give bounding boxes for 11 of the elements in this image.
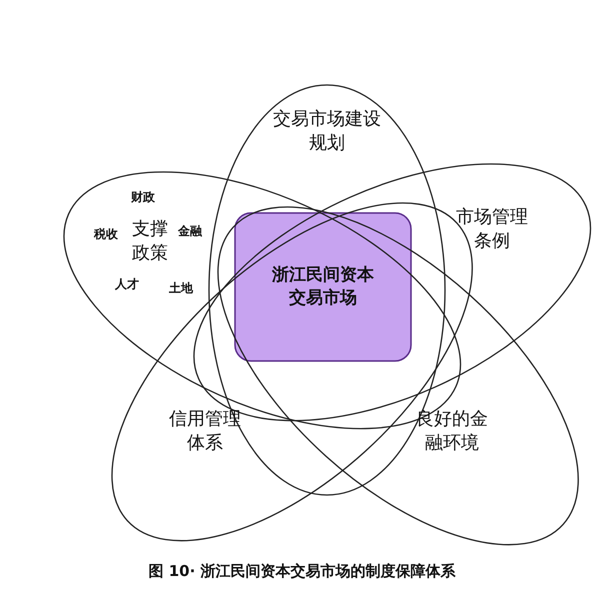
center-box: [234, 212, 412, 362]
petal-title: 市场管理条例: [454, 206, 529, 254]
caption: 图 10· 浙江民间资本交易市场的制度保障体系: [147, 562, 457, 581]
petal-title: 良好的金融环境: [414, 408, 489, 456]
sub-label: 金融: [176, 222, 203, 240]
petal-title: 支撑政策: [130, 218, 169, 266]
sub-label: 土地: [168, 280, 194, 296]
sub-label: 人才: [114, 276, 140, 292]
petal-title: 交易市场建设规划: [272, 108, 382, 156]
sub-label: 财政: [130, 188, 156, 206]
sub-label: 税收: [92, 226, 119, 242]
